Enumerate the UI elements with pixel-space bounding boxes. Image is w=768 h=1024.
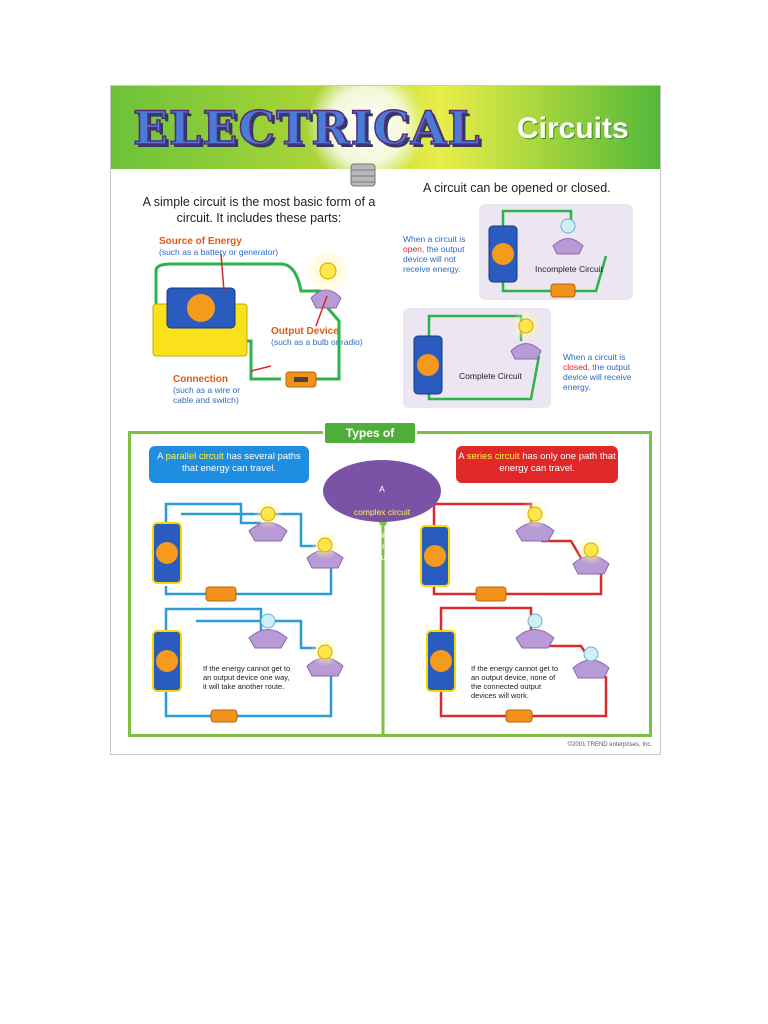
light-bulb-icon: [260, 613, 276, 629]
open-closed-heading: A circuit can be opened or closed.: [423, 181, 611, 195]
light-bulb-icon: [527, 506, 543, 522]
output-label-block: Output Device (such as a bulb or radio): [271, 326, 371, 347]
series-pre: A: [458, 451, 465, 462]
light-bulb-icon: [319, 262, 337, 280]
connection-label: Connection: [173, 374, 228, 385]
series-word: series circuit: [466, 451, 520, 462]
output-label: Output Device: [271, 326, 339, 337]
incomplete-circuit: [488, 209, 608, 298]
parallel-description: A parallel circuit has several paths tha…: [149, 446, 309, 483]
light-bulb-icon: [527, 613, 543, 629]
title-circuits: Circuits: [517, 112, 629, 145]
complete-label: Complete Circuit: [459, 371, 522, 381]
series-circuit-2: [426, 606, 610, 723]
switch-icon: [475, 586, 507, 602]
connection-note: (such as a wire or cable and switch): [173, 385, 241, 405]
light-bulb-icon: [560, 218, 576, 234]
switch-icon: [210, 709, 238, 723]
light-bulb-icon: [317, 644, 333, 660]
intro-text: A simple circuit is the most basic form …: [142, 195, 376, 225]
open-note-1: When a circuit is: [403, 234, 466, 244]
open-note-2: , the output device will not receive ene…: [403, 244, 465, 274]
complete-circuit: [413, 310, 542, 401]
light-bulb-icon: [317, 537, 333, 553]
poster: ELECTRICAL Circuits: [110, 85, 661, 755]
light-bulb-icon: [350, 163, 376, 187]
parallel-circuit-1: [152, 499, 344, 602]
simple-circuit: [152, 249, 350, 388]
light-bulb-icon: [260, 506, 276, 522]
source-label: Source of Energy: [159, 236, 242, 247]
light-bulb-icon: [583, 646, 599, 662]
title-banner: ELECTRICAL Circuits: [111, 86, 660, 186]
light-bulb-icon: [583, 542, 599, 558]
arrow-icon: [315, 295, 328, 327]
types-title: Types of Circuits: [323, 421, 417, 460]
source-label-block: Source of Energy (such as a battery or g…: [159, 236, 309, 257]
parallel-broken-note: If the energy cannot get to an output de…: [203, 664, 291, 691]
light-bulb-icon: [518, 318, 534, 334]
closed-note-1: When a circuit is: [563, 352, 626, 362]
parallel-circuit-2: [152, 607, 344, 723]
switch-icon: [505, 709, 533, 723]
closed-note-2: , the output device will receive energy.: [563, 362, 632, 392]
complex-pre: A: [379, 484, 385, 494]
open-word: open: [403, 244, 422, 254]
complex-description: A complex circuit is a combination of pa…: [323, 460, 441, 562]
output-note: (such as a bulb or radio): [271, 337, 363, 347]
closed-note: When a circuit is closed, the output dev…: [563, 352, 647, 392]
connection-label-block: Connection (such as a wire or cable and …: [173, 374, 253, 405]
circuit-illustrations: [152, 163, 633, 734]
parallel-pre: A: [157, 451, 163, 462]
switch-icon: [205, 586, 237, 602]
parallel-post: has several paths that energy can travel…: [182, 451, 301, 474]
incomplete-label: Incomplete Circuit: [535, 264, 604, 274]
open-note: When a circuit is open, the output devic…: [403, 234, 483, 274]
title-electrical: ELECTRICAL: [132, 100, 481, 156]
arrow-icon: [250, 365, 272, 372]
series-description: A series circuit has only one path that …: [456, 446, 618, 483]
closed-word: closed: [563, 362, 588, 372]
source-note: (such as a battery or generator): [159, 247, 279, 257]
copyright: ©2001 TREND enterprises, Inc.: [567, 742, 652, 748]
series-broken-note: If the energy cannot get to an output de…: [471, 664, 559, 700]
switch-icon: [550, 283, 576, 298]
arrow-icon: [220, 253, 225, 292]
complex-word: complex circuit: [353, 507, 411, 517]
series-post: has only one path that energy can travel…: [499, 451, 616, 474]
parallel-word: parallel circuit: [165, 451, 224, 462]
complex-post: is a combination of parallel and series …: [346, 530, 418, 562]
series-circuit-1: [420, 499, 610, 602]
